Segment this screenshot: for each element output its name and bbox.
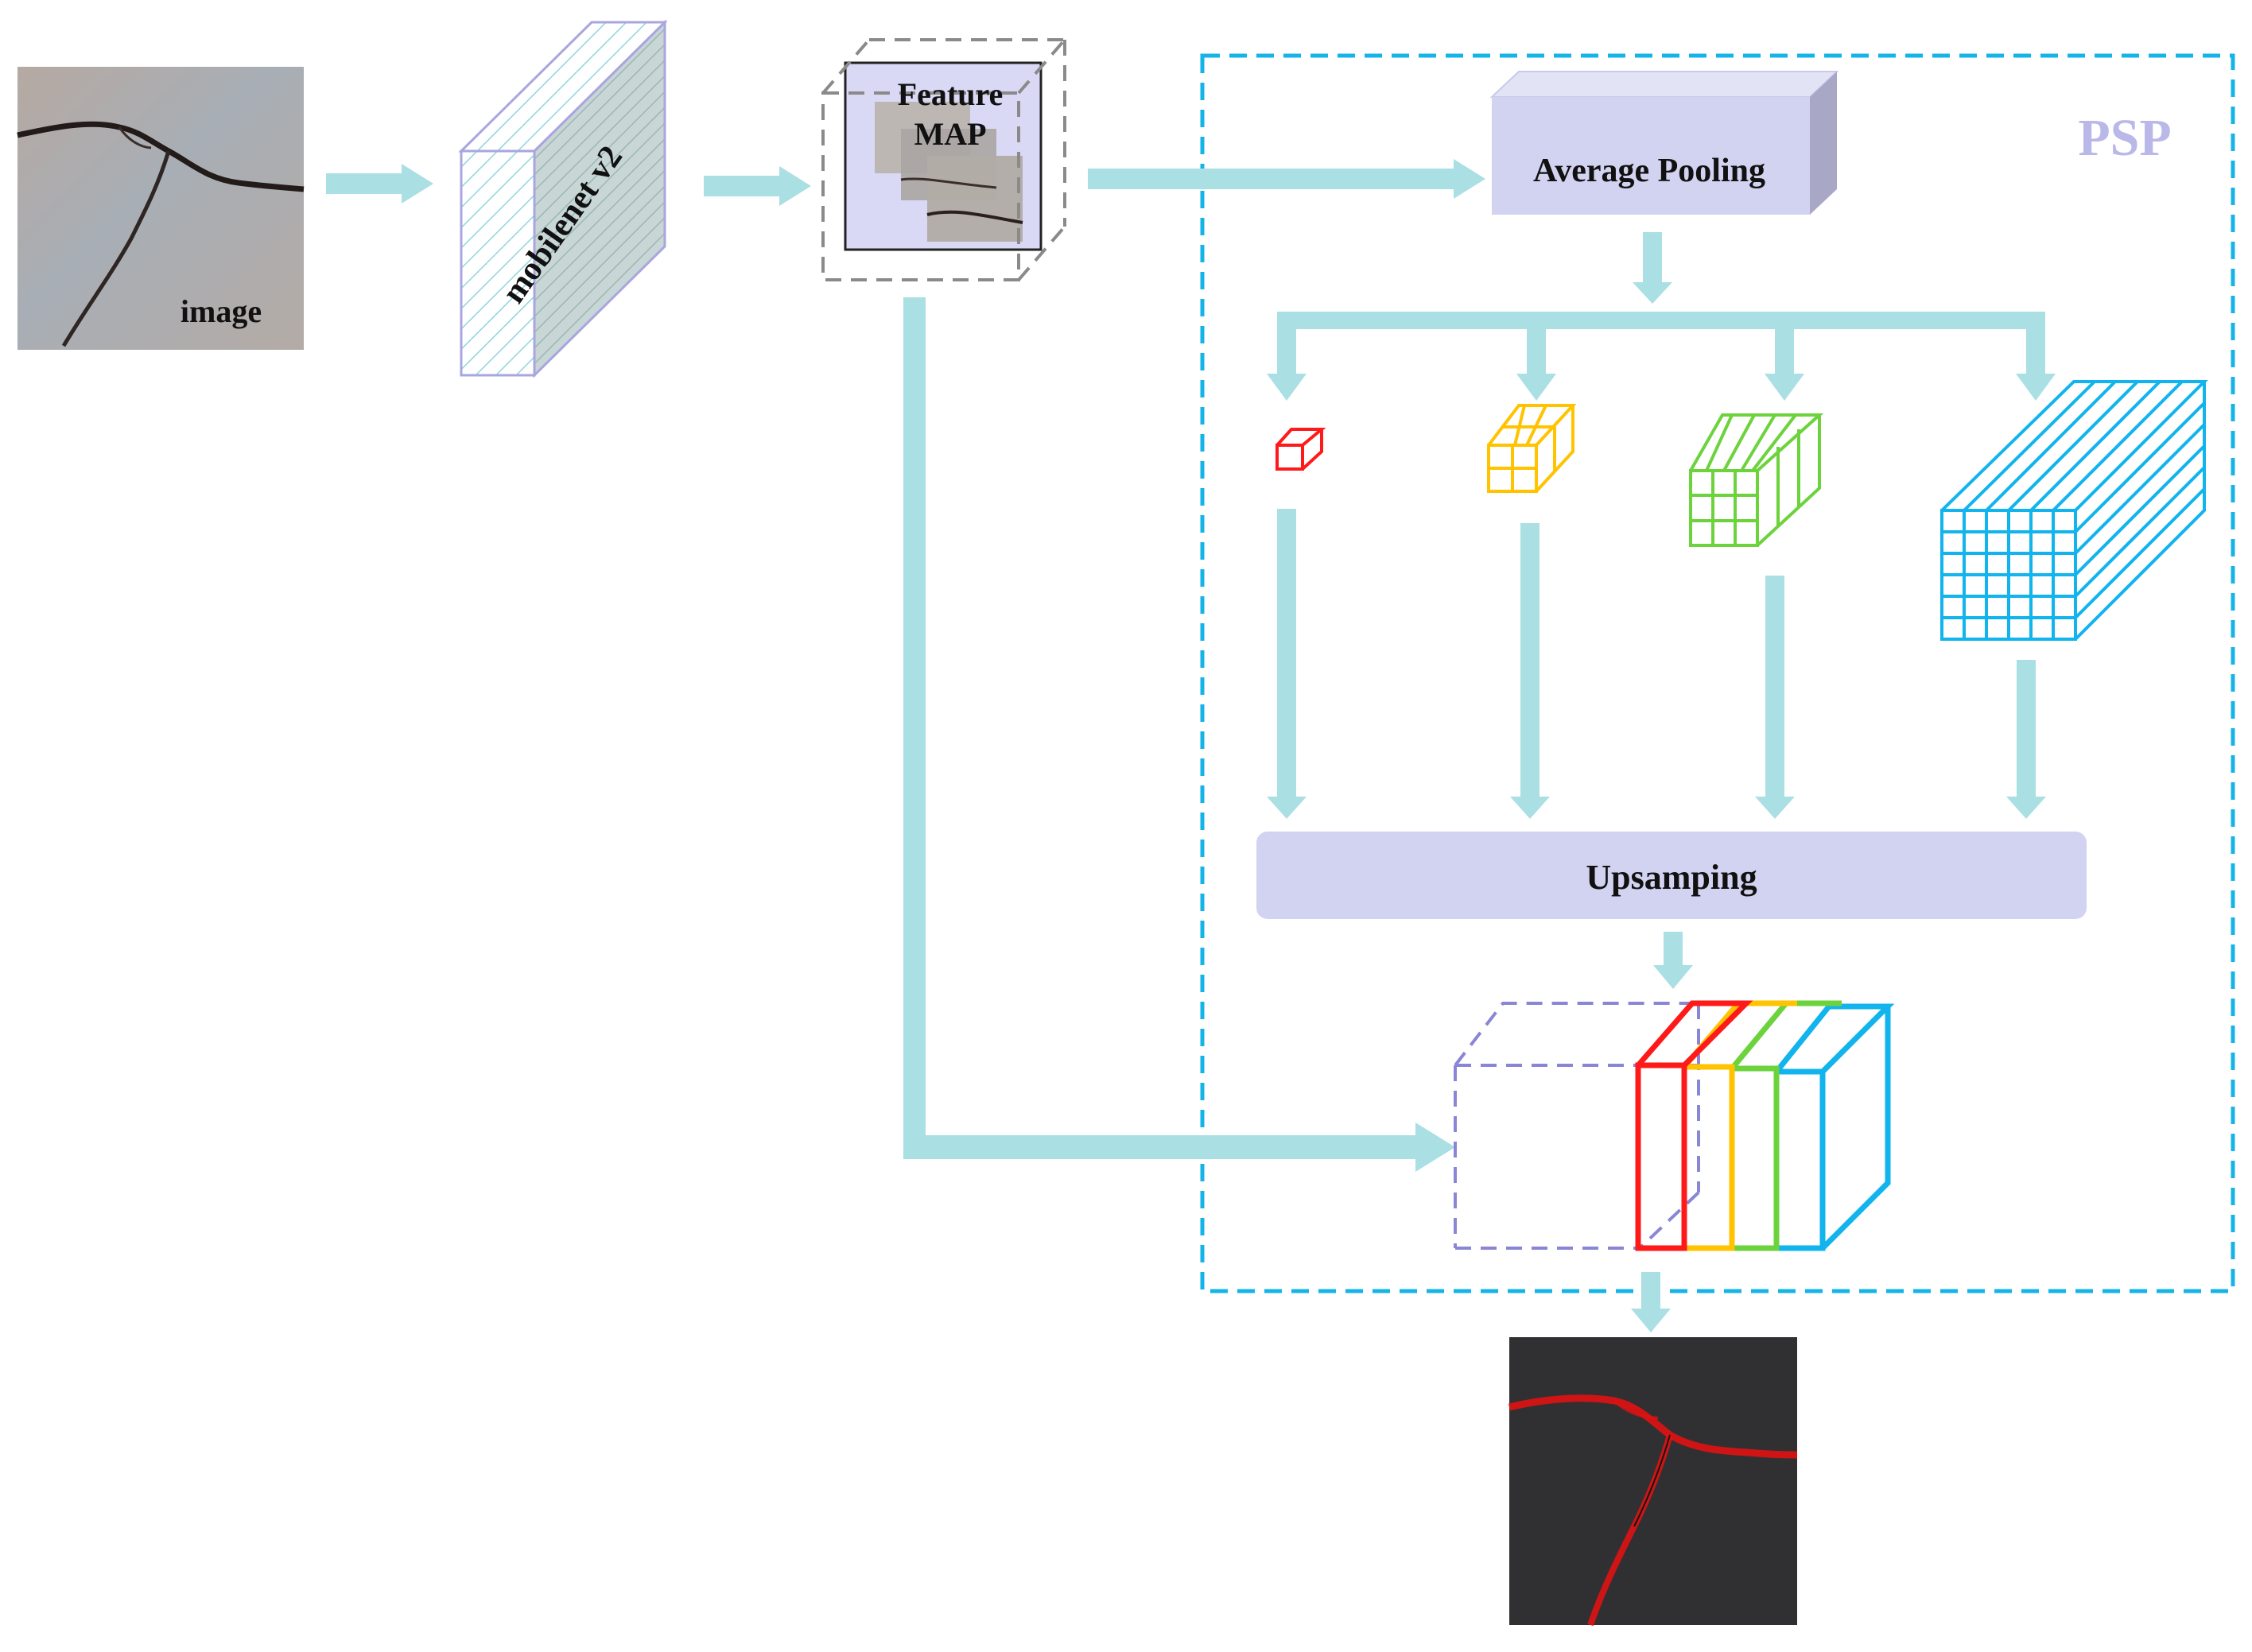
psp-label: PSP [2078, 109, 2171, 167]
input-image: image [17, 67, 305, 350]
skip-connection-arrow [903, 297, 1455, 1172]
branch-arrows [1267, 329, 2056, 401]
upsampling-block: Upsamping [1256, 832, 2087, 919]
arrow-image-to-backbone [326, 164, 433, 204]
input-image-label: image [181, 293, 262, 329]
arrow-pooling-down [1633, 232, 1672, 304]
bin-to-upsampling-arrows [1267, 509, 2046, 819]
pyramid-bin-3x3 [1689, 413, 1824, 547]
branch-distribution-bar [1277, 312, 2045, 329]
feature-map-block: Feature MAP [821, 38, 1066, 281]
output-image [1508, 1337, 1798, 1627]
pyramid-bin-1x1 [1275, 428, 1326, 471]
pyramid-bin-6x6 [1940, 380, 2208, 641]
average-pooling-label: Average Pooling [1533, 153, 1765, 189]
arrow-concat-to-output [1631, 1272, 1671, 1332]
pyramid-bin-2x2 [1487, 404, 1577, 493]
average-pooling-block: Average Pooling [1489, 71, 1839, 215]
psp-module: PSP [1200, 53, 2235, 1293]
feature-map-label-line2: MAP [914, 116, 986, 152]
arrow-backbone-to-feature [704, 166, 811, 206]
arrow-upsampling-down [1653, 932, 1693, 989]
feature-map-label-line1: Feature [898, 76, 1004, 112]
upsampling-label: Upsamping [1586, 858, 1757, 897]
backbone-block: mobilenet v2 [458, 19, 668, 378]
arrow-feature-to-pooling [1088, 159, 1485, 199]
concat-feature-stack [1454, 1000, 1895, 1251]
